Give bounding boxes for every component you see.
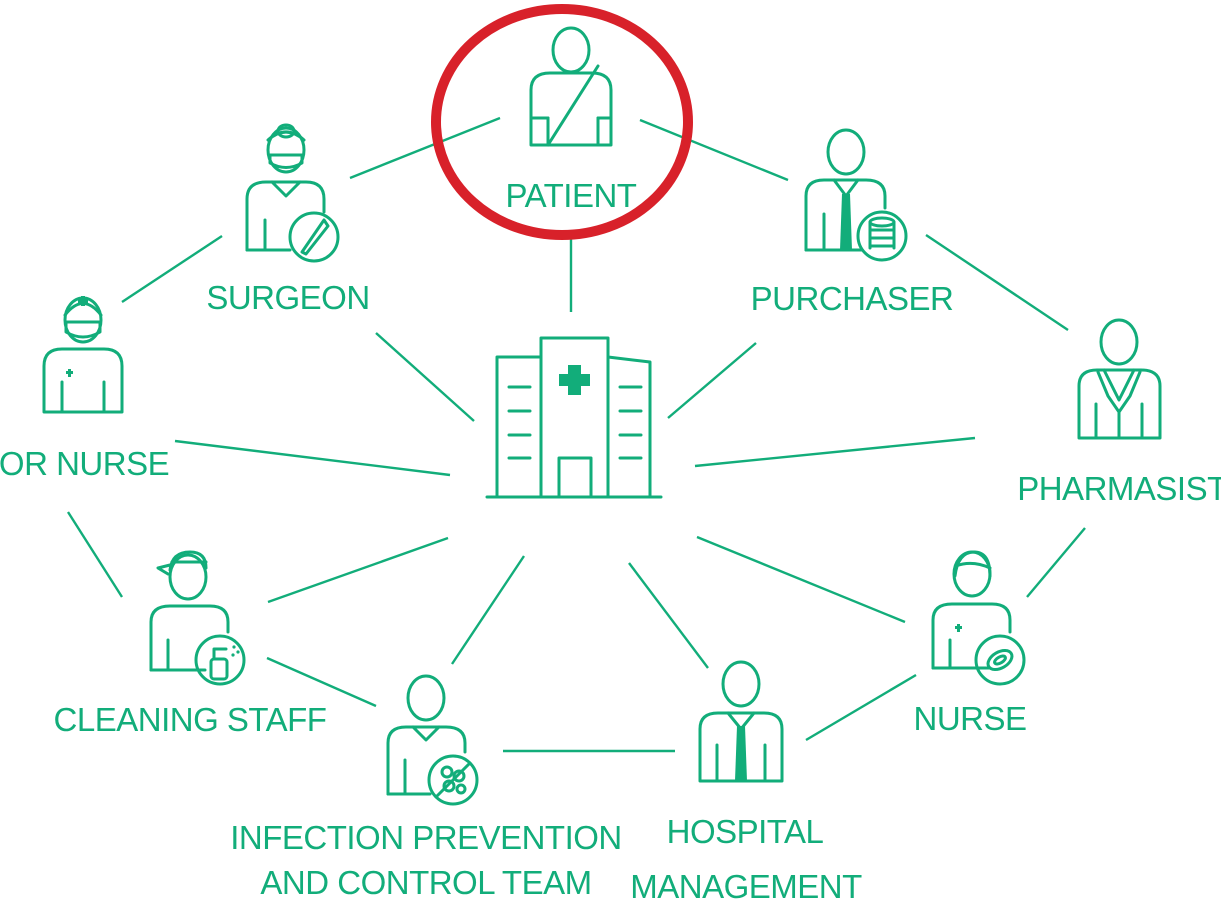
line-hospital-nurse bbox=[696, 535, 906, 624]
line-pharmasist-nurse bbox=[1026, 527, 1086, 598]
nurse-label: NURSE bbox=[913, 700, 1026, 737]
cleaning-staff-label: CLEANING STAFF bbox=[54, 701, 327, 738]
role-hospital-management: HOSPITAL MANAGEMENT bbox=[630, 660, 863, 905]
line-cleaning-ipc bbox=[266, 656, 377, 708]
line-management-nurse bbox=[805, 673, 917, 742]
nurse-with-band-icon bbox=[931, 550, 1026, 686]
line-patient-surgeon bbox=[349, 116, 501, 180]
line-purchaser-hospital bbox=[667, 342, 757, 419]
role-pharmasist: PHARMASIST bbox=[1017, 318, 1221, 507]
purchaser-with-coins-icon bbox=[804, 128, 908, 262]
line-ornurse-hospital bbox=[174, 439, 451, 477]
line-surgeon-hospital bbox=[375, 332, 475, 422]
line-hospital-ipc bbox=[451, 555, 525, 665]
role-nurse: NURSE bbox=[913, 550, 1027, 737]
surgeon-label: SURGEON bbox=[206, 279, 369, 316]
ipc-label-line1: INFECTION PREVENTION bbox=[230, 819, 622, 856]
management-label-line1: HOSPITAL bbox=[667, 813, 824, 850]
hospital-manager-icon bbox=[698, 660, 784, 783]
role-or-nurse: OR NURSE bbox=[0, 296, 170, 482]
pharmacist-icon bbox=[1077, 318, 1162, 440]
patient-with-sling-icon bbox=[529, 26, 613, 147]
surgeon-with-scalpel-icon bbox=[245, 123, 340, 263]
role-purchaser: PURCHASER bbox=[751, 128, 954, 317]
hospital-building-icon bbox=[485, 336, 663, 499]
cleaning-staff-spray-icon bbox=[149, 550, 246, 686]
role-surgeon: SURGEON bbox=[206, 123, 370, 316]
or-nurse-label: OR NURSE bbox=[0, 445, 169, 482]
patient-highlight-ring bbox=[431, 4, 693, 240]
infection-control-icon bbox=[386, 674, 479, 806]
line-hospital-cleaning bbox=[267, 536, 449, 604]
line-purchaser-pharmasist bbox=[925, 234, 1069, 331]
line-pharmasist-hospital bbox=[694, 436, 976, 468]
connector-lines bbox=[66, 116, 1086, 753]
role-cleaning-staff: CLEANING STAFF bbox=[54, 550, 327, 738]
role-infection-prevention-team: INFECTION PREVENTION AND CONTROL TEAM bbox=[230, 674, 622, 901]
line-ornurse-cleaning bbox=[66, 511, 124, 598]
management-label-line2: MANAGEMENT bbox=[630, 868, 862, 905]
purchaser-label: PURCHASER bbox=[751, 280, 954, 317]
line-hospital-management bbox=[628, 562, 709, 669]
line-patient-purchaser bbox=[639, 118, 789, 182]
or-nurse-masked-icon bbox=[42, 296, 124, 414]
patient-label: PATIENT bbox=[506, 177, 637, 214]
line-surgeon-ornurse bbox=[121, 234, 223, 304]
ipc-label-line2: AND CONTROL TEAM bbox=[260, 864, 591, 901]
pharmasist-label: PHARMASIST bbox=[1017, 470, 1221, 507]
role-patient: PATIENT bbox=[431, 4, 693, 240]
